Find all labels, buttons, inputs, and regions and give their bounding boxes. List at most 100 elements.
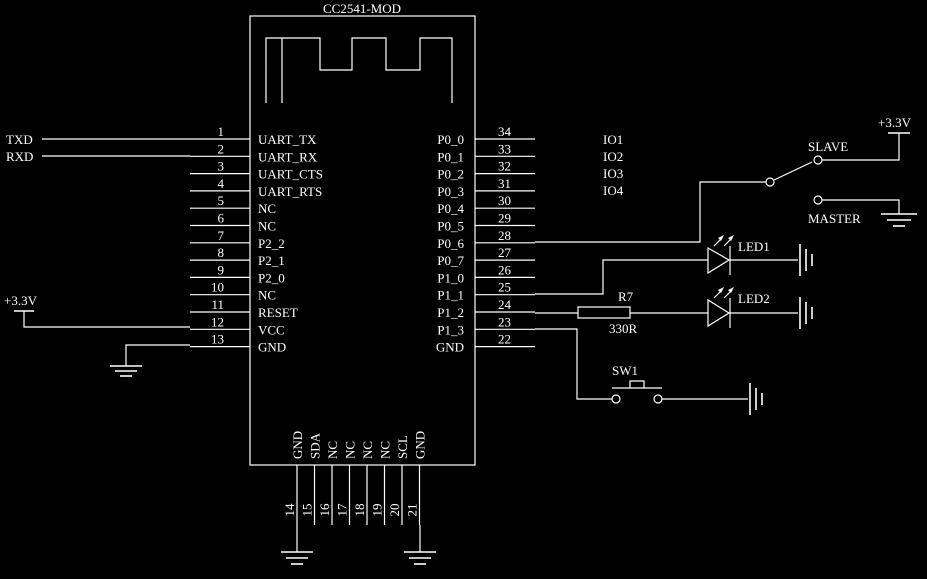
pin-name: P0_5 — [437, 219, 464, 234]
io-label-1: IO1 — [603, 132, 623, 147]
pin-name: P2_0 — [258, 270, 285, 285]
led1-label: LED1 — [738, 239, 770, 254]
led2-label: LED2 — [738, 291, 770, 306]
pin-name: VCC — [258, 322, 285, 337]
pin-name: GND — [258, 340, 286, 355]
pin-number: 8 — [218, 245, 225, 260]
pin-number: 4 — [218, 176, 225, 191]
sw1-label: SW1 — [612, 363, 638, 378]
pin-number: 14 — [282, 503, 297, 517]
ground-symbol — [881, 213, 917, 227]
pin-name: NC — [258, 219, 276, 234]
pin-name: P0_4 — [437, 201, 464, 216]
sw1-plunger — [629, 380, 645, 388]
ground-symbol — [404, 551, 436, 565]
pin-number: 11 — [211, 297, 224, 312]
pin-number: 19 — [370, 504, 385, 517]
pin-name: P2_2 — [258, 236, 285, 251]
pin-number: 21 — [405, 504, 420, 517]
pin-name: UART_TX — [258, 132, 317, 147]
pin-name: NC — [258, 288, 276, 303]
pin-name: SDA — [308, 432, 323, 459]
led1-light-arrows — [718, 235, 734, 241]
vcc-left-label: +3.3V — [4, 293, 38, 308]
pin-number: 27 — [498, 245, 512, 260]
antenna-trace — [265, 37, 453, 103]
pin-number: 32 — [498, 159, 511, 174]
pin-name: NC — [343, 441, 358, 459]
led2-light-arrows — [718, 287, 734, 293]
io-label-3: IO3 — [603, 166, 623, 181]
switch-blade — [773, 161, 813, 181]
module-body — [249, 15, 476, 466]
pin-number: 2 — [218, 141, 225, 156]
pin-name: P0_0 — [437, 132, 464, 147]
pin-number: 3 — [218, 159, 225, 174]
resistor-r7-label: R7 — [618, 289, 634, 304]
led2-diode — [707, 289, 733, 328]
sw1-wire — [535, 328, 612, 400]
pin-number: 28 — [498, 228, 511, 243]
pin-name: P1_2 — [437, 305, 464, 320]
switch-common-contact — [765, 177, 775, 187]
switch-common-wire — [535, 181, 766, 243]
pin-name: RESET — [258, 305, 298, 320]
pin-number: 33 — [498, 141, 511, 156]
pin-number: 18 — [352, 504, 367, 517]
pin-name: SCL — [395, 435, 410, 459]
led1-wire — [535, 259, 708, 295]
vcc-right-label: +3.3V — [878, 115, 912, 130]
pin-number: 10 — [211, 280, 224, 295]
pin-number: 5 — [218, 193, 225, 208]
left-pin-group: 1UART_TX2UART_RX3UART_CTS4UART_RTS5NC6NC… — [190, 124, 323, 355]
pin-number: 30 — [498, 193, 511, 208]
pin-number: 16 — [317, 503, 332, 517]
pin-number: 13 — [211, 332, 224, 347]
vcc-left-wire — [23, 311, 190, 328]
pin-number: 12 — [211, 314, 224, 329]
net-label-txd: TXD — [6, 132, 33, 147]
pin-name: P0_6 — [437, 236, 464, 251]
pin-number: 1 — [218, 124, 225, 139]
module-title: CC2541-MOD — [323, 1, 401, 16]
pin-number: 24 — [498, 297, 512, 312]
switch-master-label: MASTER — [808, 211, 861, 226]
pin-name: NC — [360, 441, 375, 459]
pin-name: NC — [258, 201, 276, 216]
pin-number: 31 — [498, 176, 511, 191]
pin-name: P0_3 — [437, 184, 464, 199]
pin-number: 23 — [498, 314, 511, 329]
ground-symbol — [110, 365, 142, 377]
pin-name: P0_1 — [437, 149, 464, 164]
switch-slave-contact — [813, 155, 823, 165]
pin-number: 17 — [335, 503, 350, 517]
pin-name: GND — [436, 340, 464, 355]
resistor-r7 — [577, 306, 631, 319]
pin-number: 20 — [387, 504, 402, 517]
switch-slave-label: SLAVE — [808, 139, 848, 154]
pin-number: 29 — [498, 211, 511, 226]
sw1-contact-left — [611, 394, 621, 404]
pin-name: P0_2 — [437, 167, 464, 182]
pin-number: 6 — [218, 211, 225, 226]
ground-symbol — [799, 297, 813, 329]
master-gnd-wire — [822, 199, 900, 214]
pin-name: P1_1 — [437, 288, 464, 303]
pin-name: P2_1 — [258, 253, 285, 268]
io-label-4: IO4 — [603, 183, 624, 198]
pin-name: UART_RX — [258, 149, 318, 164]
pin-name: GND — [290, 431, 305, 459]
pin-name: P1_0 — [437, 270, 464, 285]
ground-symbol — [799, 244, 813, 276]
pin-number: 26 — [498, 262, 512, 277]
ground-symbol — [281, 551, 313, 565]
switch-master-contact — [813, 195, 823, 205]
pin-number: 34 — [498, 124, 512, 139]
pin-name: GND — [413, 431, 428, 459]
pin-number: 25 — [498, 280, 511, 295]
pin-name: UART_RTS — [258, 184, 322, 199]
pin-name: NC — [378, 441, 393, 459]
ground-symbol — [749, 383, 763, 415]
